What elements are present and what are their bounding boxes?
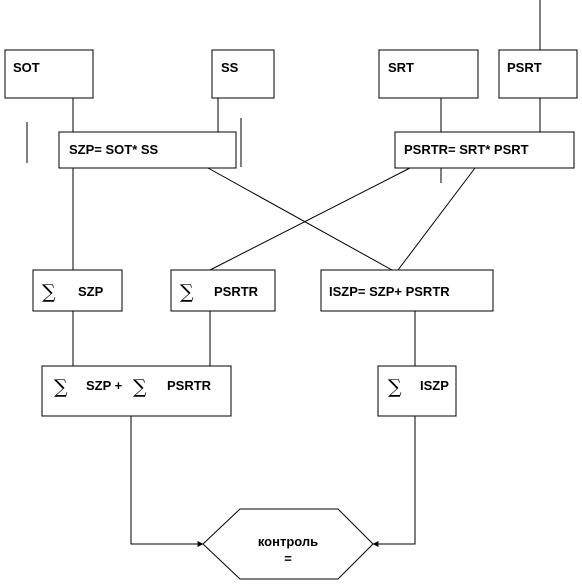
box-sum-szp-plus-psrtr	[41, 365, 232, 417]
box-psrtr-formula	[394, 131, 575, 169]
label-sum-szp: SZP	[78, 284, 104, 299]
label-psrt: PSRT	[507, 60, 542, 75]
line-psrtr-to-iszp	[397, 167, 476, 271]
sigma-icon: ∑	[133, 376, 147, 398]
box-iszp-formula	[320, 269, 494, 312]
arrow-to-control-left	[130, 416, 204, 547]
box-sot	[4, 49, 94, 99]
box-ss	[211, 49, 275, 99]
label-ss: SS	[221, 60, 239, 75]
box-sum-psrtr	[170, 269, 276, 312]
sigma-icon: ∑	[42, 281, 56, 303]
box-szp-formula	[58, 131, 237, 169]
label-sot: SOT	[13, 60, 40, 75]
label-control: контроль	[258, 534, 318, 549]
boxes	[4, 49, 578, 580]
sigma-icon: ∑	[54, 376, 68, 398]
arrow-to-control-right	[372, 416, 416, 547]
box-sum-szp	[32, 269, 123, 312]
box-control	[202, 508, 374, 580]
box-sum-iszp	[377, 365, 457, 417]
sigma-icon: ∑	[388, 376, 402, 398]
sigma-icon: ∑	[180, 281, 194, 303]
connectors	[26, 0, 541, 547]
label-iszp-formula: ISZP= SZP+ PSRTR	[329, 284, 450, 299]
line-psrtr-to-sum-psrtr	[209, 167, 411, 271]
labels: SOT SS SRT PSRT SZP= SOT* SS PSRTR= SRT*…	[13, 60, 542, 566]
label-szp-formula: SZP= SOT* SS	[69, 142, 159, 157]
label-srt: SRT	[388, 60, 414, 75]
line-szp-to-iszp	[207, 167, 393, 271]
label-sum-szp-plus: SZP +	[86, 378, 123, 393]
label-psrtr-formula: PSRTR= SRT* PSRT	[404, 142, 529, 157]
label-sum-iszp: ISZP	[420, 378, 449, 393]
label-control-equals: =	[284, 551, 292, 566]
label-sum-psrtr: PSRTR	[214, 284, 259, 299]
label-sum-psrtr-2: PSRTR	[167, 378, 212, 393]
box-srt	[378, 49, 479, 99]
box-psrt	[498, 49, 578, 99]
